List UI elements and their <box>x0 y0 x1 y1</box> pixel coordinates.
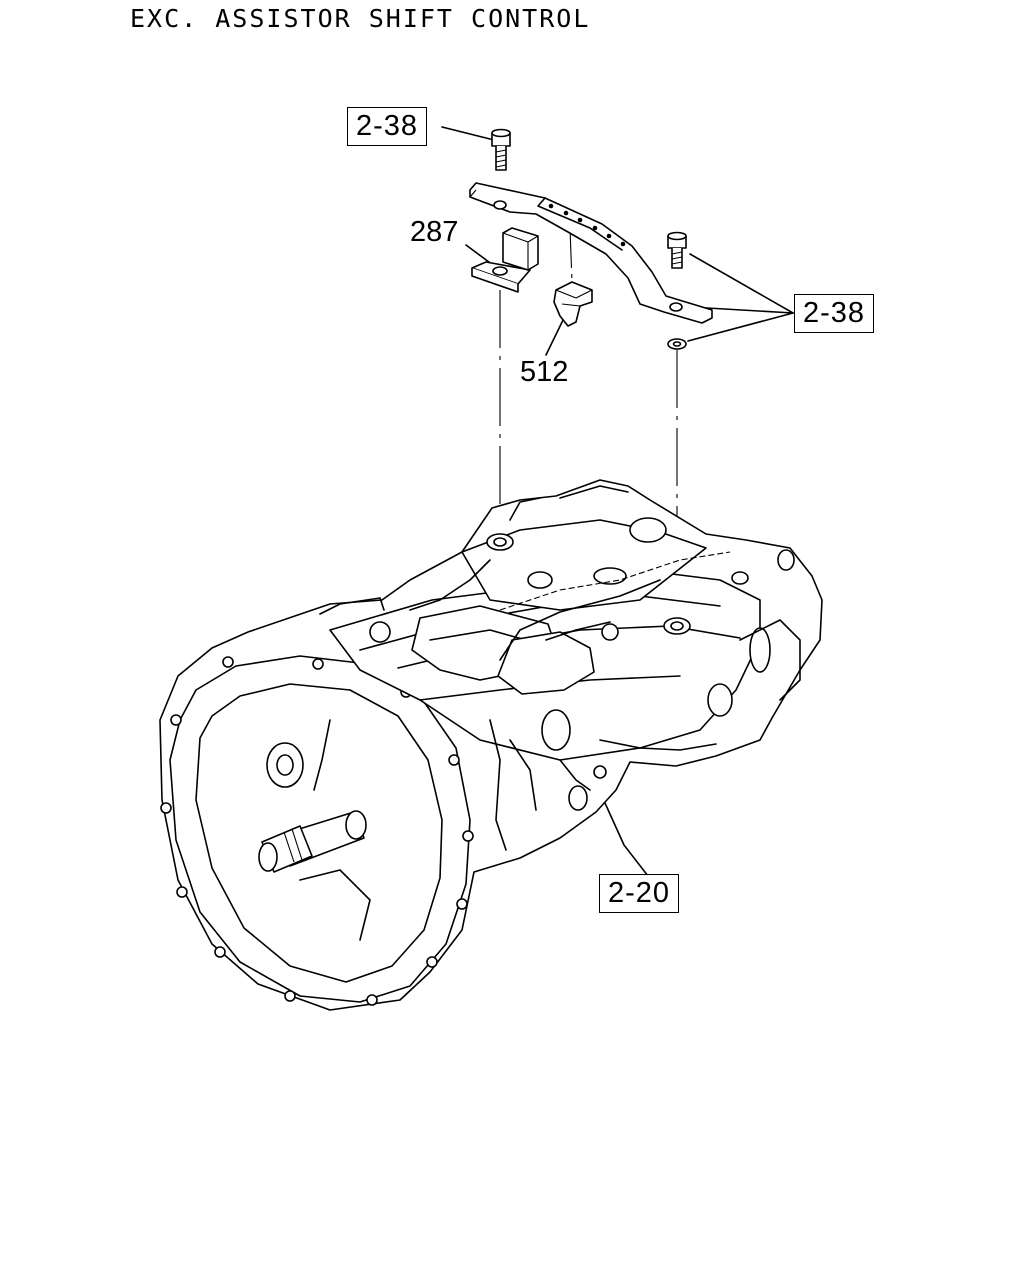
bracket <box>469 182 713 324</box>
ref-2-38-right-callout: 2-38 <box>794 294 875 333</box>
bolt-left <box>491 128 511 171</box>
ref-2-20-callout: 2-20 <box>599 874 680 913</box>
leader-2-20 <box>599 791 649 877</box>
diagram-title: EXC. ASSISTOR SHIFT CONTROL <box>130 4 591 33</box>
part-512-clip <box>553 281 593 327</box>
transmission-assembly <box>159 479 823 1011</box>
washer <box>667 338 687 350</box>
part-287-callout: 287 <box>410 216 459 248</box>
leader-2-38-top <box>441 126 495 141</box>
leader-512 <box>545 317 565 356</box>
part-287-block <box>471 227 539 293</box>
leader-2-38-bolt <box>689 253 794 314</box>
part-512-callout: 512 <box>520 356 569 388</box>
leader-2-38-washer <box>687 312 794 342</box>
ref-2-38-top-callout: 2-38 <box>347 107 428 146</box>
bolt-right <box>667 231 687 269</box>
